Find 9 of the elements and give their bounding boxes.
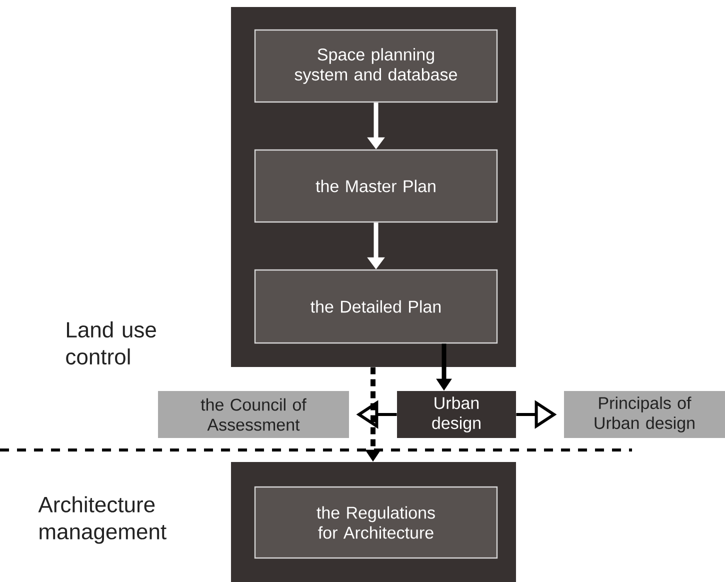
section-label: Land use control — [66, 321, 156, 365]
process-box: the Regulations for Architecture — [254, 486, 498, 559]
note-box: the Council of Assessment — [158, 391, 349, 438]
process-box: Urban design — [397, 391, 516, 438]
process-box: the Master Plan — [254, 149, 498, 223]
process-box: Space planning system and database — [254, 29, 498, 103]
process-box: the Detailed Plan — [254, 269, 498, 344]
section-label: Architecture management — [38, 496, 166, 544]
note-box: Principals of Urban design — [564, 391, 725, 438]
